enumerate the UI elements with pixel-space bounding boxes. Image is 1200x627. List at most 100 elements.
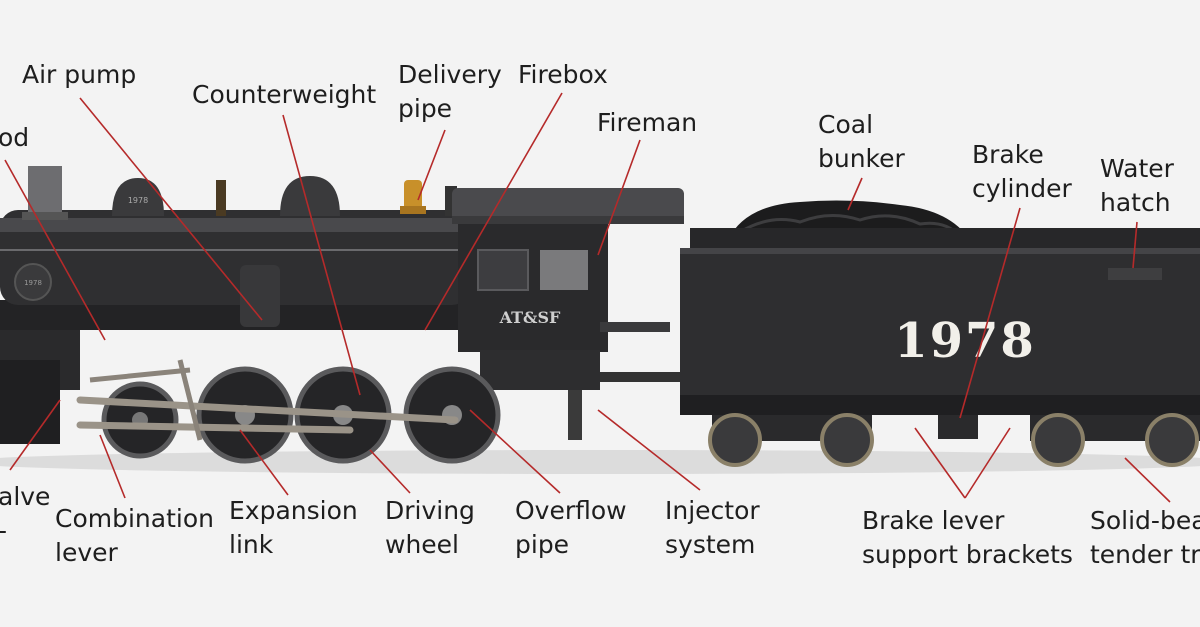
leader-fireman xyxy=(597,139,641,256)
label-brake-cylinder-line1: Brake xyxy=(972,140,1044,169)
coal-texture xyxy=(739,214,962,238)
cab-deck xyxy=(600,322,670,332)
label-injector-system: Injector system xyxy=(665,494,760,562)
label-rod-line1: od xyxy=(0,123,30,152)
cab-window-side xyxy=(540,250,588,290)
label-overflow-pipe: Overflow pipe xyxy=(515,494,627,562)
sand-dome xyxy=(112,178,164,216)
label-water-hatch: Water hatch xyxy=(1100,152,1174,220)
label-brake-cylinder-line2: cylinder xyxy=(972,174,1072,203)
leader-combination-lever xyxy=(99,434,126,499)
crosshead xyxy=(89,359,203,441)
label-driving-wheel: Driving wheel xyxy=(385,494,475,562)
label-combination-lever-line2: lever xyxy=(55,538,118,567)
leader-water-hatch xyxy=(1132,221,1138,269)
leader-lines xyxy=(4,92,1171,503)
leader-brake-bracket-b xyxy=(964,427,1011,499)
label-coal-bunker: Coal bunker xyxy=(818,108,905,176)
tender-truck-front xyxy=(708,413,874,467)
trailing-truck xyxy=(568,390,582,440)
label-valve: alve - xyxy=(0,480,50,548)
leader-rod xyxy=(4,159,106,341)
leader-delivery-pipe xyxy=(417,129,446,201)
smokestack-base xyxy=(22,212,68,220)
cab-roof xyxy=(452,188,684,224)
label-fireman: Fireman xyxy=(597,106,697,140)
number-plate-text: 1978 xyxy=(24,279,42,287)
valve-chest xyxy=(0,360,60,444)
label-combination-lever: Combination lever xyxy=(55,502,214,570)
label-brake-cylinder: Brake cylinder xyxy=(972,138,1072,206)
air-pump xyxy=(240,265,280,327)
leader-counterweight xyxy=(282,114,361,396)
label-brake-lever-brackets-line2: support brackets xyxy=(862,540,1073,569)
leader-brake-bracket-a xyxy=(914,427,966,499)
label-combination-lever-line1: Combination xyxy=(55,504,214,533)
label-valve-line1: alve xyxy=(0,482,51,511)
leader-overflow-pipe xyxy=(469,409,561,494)
tender-truck-rear xyxy=(1030,413,1200,467)
label-water-hatch-line2: hatch xyxy=(1100,188,1171,217)
label-coal-bunker-line2: bunker xyxy=(818,144,905,173)
drawbar xyxy=(600,372,680,382)
valve-gear xyxy=(76,396,459,434)
label-valve-line2: - xyxy=(0,514,50,548)
label-expansion-link-line1: Expansion xyxy=(229,496,358,525)
steam-dome xyxy=(280,176,340,216)
leader-solid-bearing xyxy=(1124,457,1171,503)
label-delivery-pipe-line1: Delivery xyxy=(398,60,502,89)
label-overflow-pipe-line2: pipe xyxy=(515,530,570,559)
pilot-wheels xyxy=(101,381,179,459)
label-injector-system-line2: system xyxy=(665,530,756,559)
water-hatch xyxy=(1108,268,1162,280)
label-firebox-line1: Firebox xyxy=(518,60,608,89)
leader-air-pump xyxy=(79,97,263,321)
locomotive: 1978 1978 xyxy=(0,166,684,464)
leader-valve xyxy=(9,399,61,471)
boiler xyxy=(0,210,470,305)
label-expansion-link-line2: link xyxy=(229,530,274,559)
dome-number: 1978 xyxy=(128,196,148,205)
tender-number: 1978 xyxy=(894,313,1036,369)
label-delivery-pipe: Delivery pipe xyxy=(398,58,502,126)
cab-window-front xyxy=(477,249,529,291)
brake-cylinder xyxy=(938,415,978,439)
cab-lettering: AT&SF xyxy=(499,308,561,327)
cab-roof-edge xyxy=(452,216,684,224)
label-counterweight: Counterweight xyxy=(192,78,376,112)
label-solid-bearing-trucks-line2: tender tr xyxy=(1090,540,1200,569)
tender-top-edge xyxy=(680,248,1200,254)
brass-valve xyxy=(404,180,422,214)
label-brake-lever-brackets: Brake lever support brackets xyxy=(862,504,1073,572)
firebox xyxy=(480,350,600,390)
label-driving-wheel-line2: wheel xyxy=(385,530,459,559)
label-delivery-pipe-line2: pipe xyxy=(398,94,453,123)
leader-expansion-link xyxy=(239,429,289,496)
leader-firebox xyxy=(424,92,563,331)
label-fireman-line1: Fireman xyxy=(597,108,698,137)
label-overflow-pipe-line1: Overflow xyxy=(515,496,627,525)
smokestack xyxy=(28,166,62,218)
label-water-hatch-line1: Water xyxy=(1100,154,1174,183)
leader-coal-bunker xyxy=(847,177,863,211)
label-firebox: Firebox xyxy=(518,58,608,92)
tender: 1978 xyxy=(680,200,1200,467)
bell xyxy=(216,180,226,216)
label-injector-system-line1: Injector xyxy=(665,496,760,525)
label-solid-bearing-trucks: Solid-bea tender tr xyxy=(1090,504,1200,572)
floor-shadow xyxy=(0,450,1200,474)
leader-driving-wheel xyxy=(369,449,411,494)
leader-injector-system xyxy=(597,409,701,491)
boiler-highlight xyxy=(0,218,470,232)
label-coal-bunker-line1: Coal xyxy=(818,110,874,139)
label-counterweight-line1: Counterweight xyxy=(192,80,377,109)
label-brake-lever-brackets-line1: Brake lever xyxy=(862,506,1005,535)
label-rod: od xyxy=(0,121,29,155)
brass-valve-cap xyxy=(400,206,426,214)
number-plate-disc xyxy=(14,263,52,301)
leader-brake-cylinder xyxy=(959,207,1021,419)
label-driving-wheel-line1: Driving xyxy=(385,496,475,525)
tender-frame xyxy=(680,395,1200,415)
